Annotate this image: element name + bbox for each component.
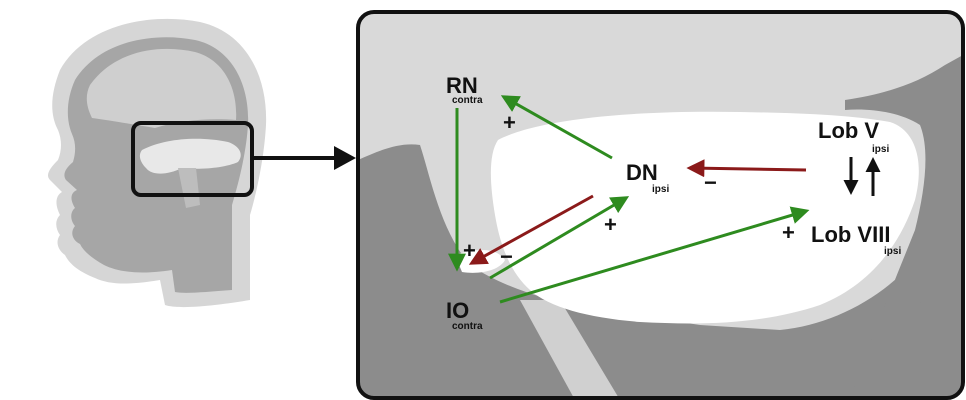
arrow-lob5-to-dn bbox=[686, 159, 807, 178]
sign-io-to-lob8: + bbox=[782, 220, 795, 245]
arrow-io-to-lob8 bbox=[499, 206, 810, 304]
sign-labels: + + − + − + bbox=[463, 110, 795, 269]
node-lob5-sub: ipsi bbox=[872, 144, 889, 155]
arrow-io-to-dn bbox=[489, 196, 630, 280]
sign-dn-to-rn: + bbox=[503, 110, 516, 135]
node-labels: RN contra DN ipsi IO contra Lob V ipsi L… bbox=[446, 73, 901, 332]
brainstem-tissue bbox=[358, 144, 963, 398]
node-lob8: Lob VIII ipsi bbox=[811, 222, 901, 257]
head-illustration bbox=[47, 18, 267, 308]
node-io-label: IO bbox=[446, 298, 469, 323]
cerebellum-thumbnail bbox=[139, 138, 241, 174]
sign-dn-to-io: − bbox=[500, 244, 513, 269]
connections bbox=[448, 95, 881, 304]
brain-region bbox=[86, 48, 237, 129]
node-lob5: Lob V ipsi bbox=[818, 118, 889, 155]
zoom-connector-arrow bbox=[252, 146, 356, 170]
node-io-sub: contra bbox=[452, 321, 483, 332]
brainstem-thumbnail bbox=[178, 168, 200, 208]
sign-io-to-dn: + bbox=[604, 212, 617, 237]
node-lob8-label: Lob VIII bbox=[811, 222, 890, 247]
node-lob5-label: Lob V bbox=[818, 118, 879, 143]
node-rn: RN contra bbox=[446, 73, 483, 106]
node-dn-label: DN bbox=[626, 160, 658, 185]
tentorium-tissue bbox=[845, 55, 963, 398]
node-io: IO contra bbox=[446, 298, 483, 332]
arrow-dn-to-rn bbox=[500, 95, 613, 160]
zoomed-panel bbox=[356, 10, 965, 400]
node-dn: DN ipsi bbox=[626, 160, 669, 195]
node-dn-sub: ipsi bbox=[652, 184, 669, 195]
fourth-ventricle-band bbox=[520, 300, 620, 398]
cerebellum-region bbox=[490, 111, 919, 324]
node-rn-label: RN bbox=[446, 73, 478, 98]
sign-rn-to-io: + bbox=[463, 238, 476, 263]
sign-lob5-to-dn: − bbox=[704, 170, 717, 195]
node-rn-sub: contra bbox=[452, 95, 483, 106]
arrow-dn-to-io bbox=[468, 194, 594, 265]
node-lob8-sub: ipsi bbox=[884, 246, 901, 257]
